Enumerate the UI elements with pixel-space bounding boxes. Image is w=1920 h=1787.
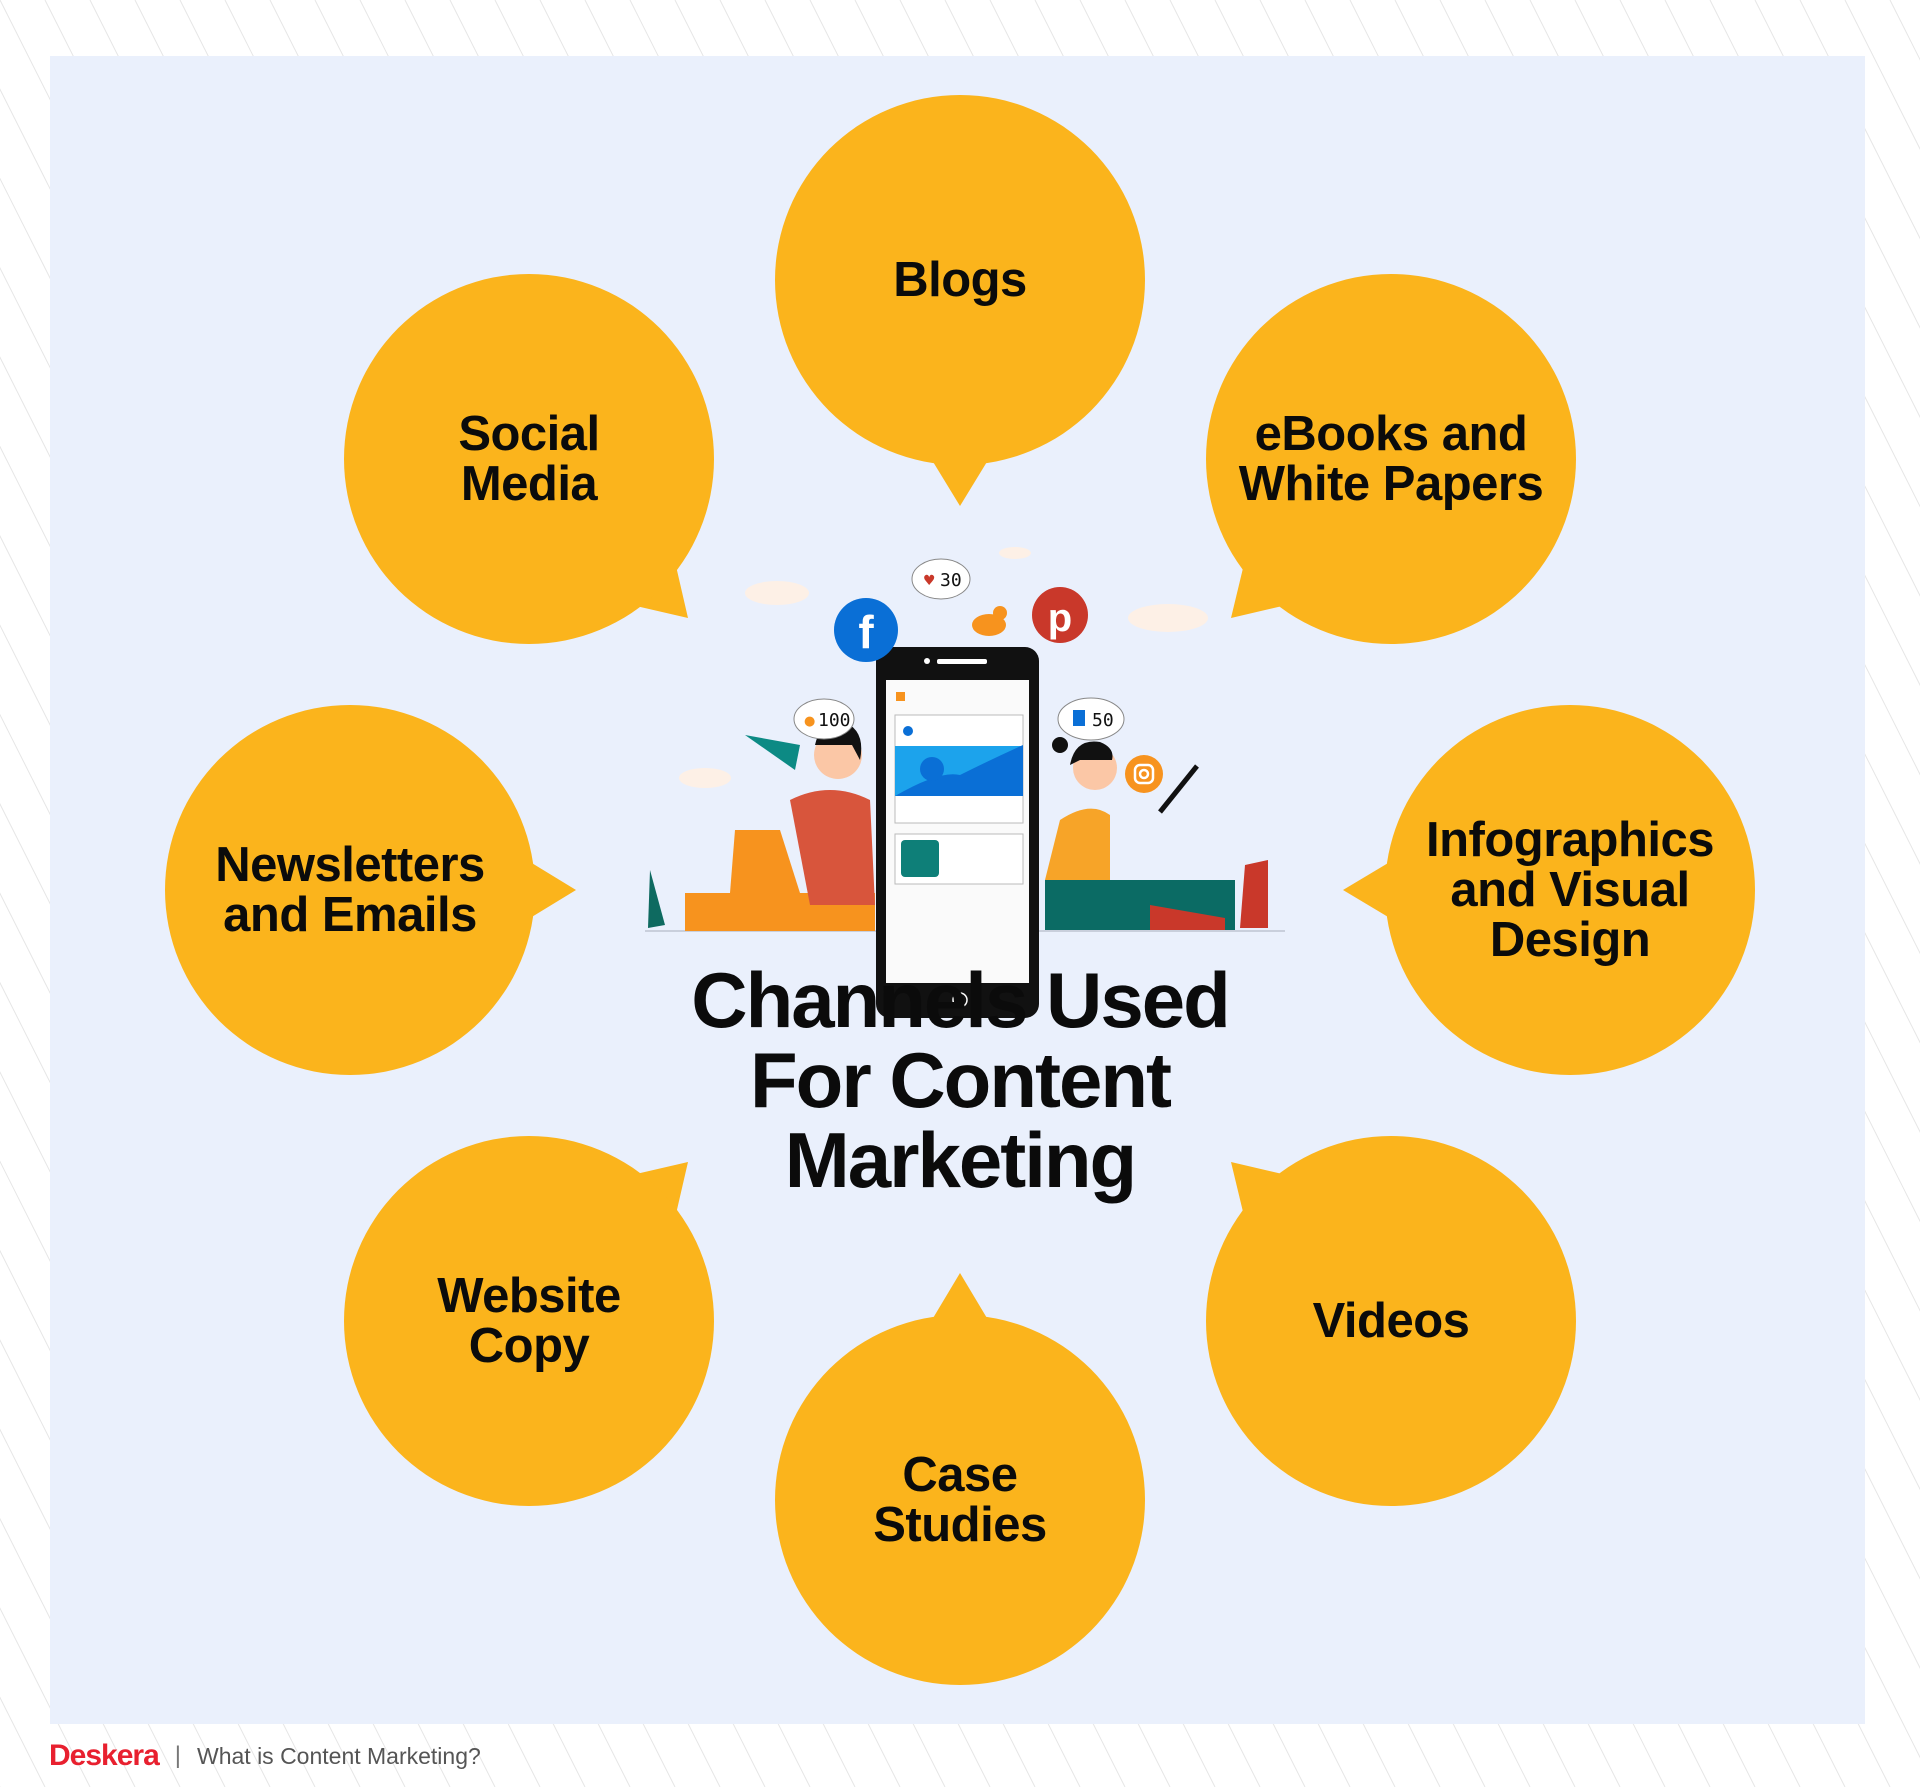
svg-text:f: f (858, 606, 874, 658)
bubble-pointer (929, 456, 991, 506)
channel-label-line: Website (437, 1269, 621, 1323)
user-icon: ● (804, 714, 815, 729)
bubble-pointer (929, 1273, 991, 1324)
title-line: Channels Used (691, 956, 1230, 1044)
footer: Deskera | What is Content Marketing? (49, 1738, 481, 1774)
channel-label-line: Social (458, 407, 600, 461)
channel-label-line: White Papers (1238, 457, 1544, 511)
svg-text:p: p (1048, 596, 1072, 640)
cloud-icon (999, 547, 1031, 559)
channel-label-line: Studies (873, 1498, 1047, 1552)
megaphone-icon (745, 735, 800, 770)
channel-label-blogs: Blogs (770, 255, 1150, 305)
channel-label-line: Videos (1312, 1294, 1470, 1348)
bubble-videos (1206, 1136, 1576, 1506)
cloud-icon (745, 581, 809, 605)
title-line: For Content (750, 1036, 1172, 1124)
thumbs-count: 50 (1092, 710, 1114, 731)
page-title: Channels Used For Content Marketing (560, 960, 1360, 1200)
bubble-circle (1385, 705, 1755, 1075)
smartphone-icon (876, 647, 1039, 1018)
bubble-social (344, 274, 714, 644)
bubble-circle (1206, 1136, 1576, 1506)
bubble-infographics (1343, 705, 1755, 1075)
bubble-pointer (1343, 859, 1394, 921)
brand-logo: Deskera (49, 1739, 160, 1772)
cloud-icon (1128, 604, 1208, 632)
bubble-circle (775, 95, 1145, 465)
bubble-circle (165, 705, 535, 1075)
likes-bubble: ♥ 30 (911, 558, 971, 600)
footer-separator: | (174, 1742, 181, 1769)
channel-label-line: and Emails (223, 888, 477, 942)
instagram-icon (1125, 755, 1163, 793)
channel-label-line: Blogs (893, 253, 1027, 307)
followers-count: 100 (818, 710, 851, 731)
channel-label-line: Infographics (1425, 813, 1715, 867)
likes-count: 30 (940, 570, 962, 591)
bubble-pointer (1231, 1162, 1288, 1219)
bubble-ebooks (1206, 274, 1576, 644)
bubble-website (344, 1136, 714, 1506)
bubble-case (775, 1273, 1145, 1685)
footer-subtitle: What is Content Marketing? (197, 1742, 481, 1769)
bird-icon (972, 606, 1007, 636)
bubble-circle (344, 274, 714, 644)
man-with-megaphone (648, 724, 875, 931)
thumbs-up-icon (1073, 710, 1085, 726)
channel-label-line: Newsletters (215, 838, 485, 892)
woman-with-laptop (1045, 737, 1268, 930)
heart-icon: ♥ (923, 573, 936, 589)
bubble-circle (1206, 274, 1576, 644)
center-illustration: f p ♥ 30 ● 100 50 (645, 547, 1285, 1018)
channel-label-videos: Videos (1201, 1296, 1581, 1346)
bubble-newsletters (165, 705, 576, 1075)
followers-bubble: ● 100 (793, 698, 855, 740)
channel-label-line: Design (1489, 913, 1651, 967)
bubble-circle (344, 1136, 714, 1506)
bubble-pointer (1231, 561, 1288, 618)
channel-label-line: and Visual (1450, 863, 1690, 917)
bubble-pointer (526, 859, 576, 921)
thumbs-bubble: 50 (1057, 697, 1125, 741)
cloud-icon (679, 768, 731, 788)
bubble-pointer (632, 562, 688, 618)
bubble-blogs (775, 95, 1145, 506)
bubble-circle (775, 1315, 1145, 1685)
channel-label-line: Copy (468, 1319, 590, 1373)
facebook-icon: f (834, 598, 898, 662)
channel-label-line: Media (460, 457, 598, 511)
channel-label-line: eBooks and (1254, 407, 1528, 461)
channel-label-line: Case (902, 1448, 1018, 1502)
pinterest-icon: p (1032, 587, 1088, 643)
title-line: Marketing (784, 1116, 1137, 1204)
bubble-pointer (632, 1162, 688, 1218)
